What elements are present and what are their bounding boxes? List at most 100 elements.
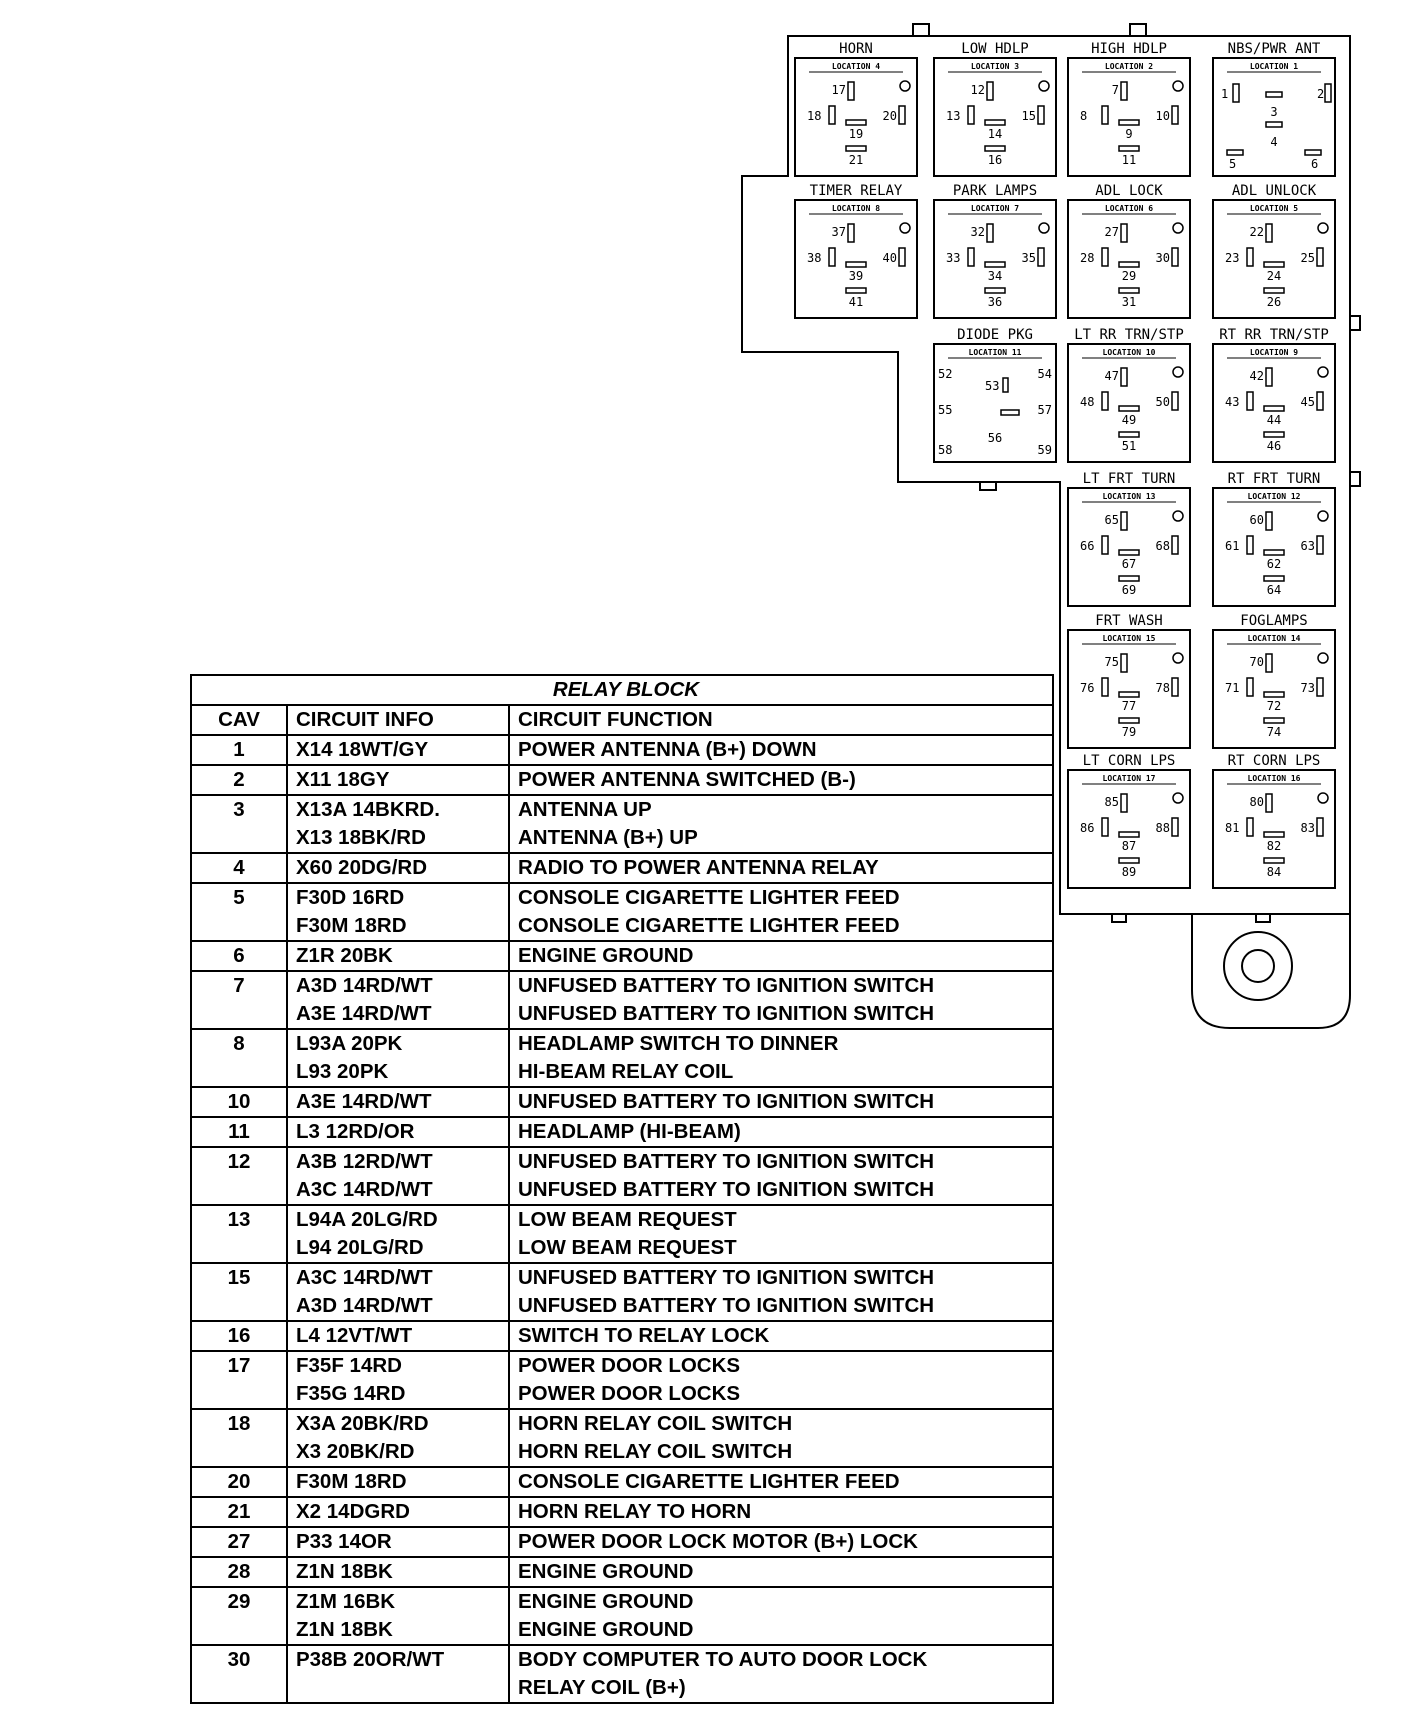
pin-label: 8 xyxy=(1080,109,1087,123)
cav-cell: 13 xyxy=(190,1204,288,1264)
relay-location-label: LOCATION 14 xyxy=(1248,634,1301,643)
circuit-function-line: RADIO TO POWER ANTENNA RELAY xyxy=(518,856,879,879)
pin-label: 54 xyxy=(1038,367,1052,381)
pin-label: 11 xyxy=(1122,153,1136,167)
relay-location-label: LOCATION 16 xyxy=(1248,774,1301,783)
pin-label: 64 xyxy=(1267,583,1281,597)
circuit-info-cell: F30M 18RD xyxy=(286,1466,510,1498)
cav-cell: 28 xyxy=(190,1556,288,1588)
circuit-function-line: ANTENNA (B+) UP xyxy=(518,826,698,849)
relay-outline xyxy=(794,57,918,177)
circuit-info-line: P33 14OR xyxy=(296,1530,392,1553)
cav-cell: 18 xyxy=(190,1408,288,1468)
circuit-info-line: A3B 12RD/WT xyxy=(296,1150,433,1173)
cav-cell: 11 xyxy=(190,1116,288,1148)
circuit-function-cell: POWER ANTENNA (B+) DOWN xyxy=(507,734,1055,766)
circuit-info-line: L93 20PK xyxy=(296,1060,389,1083)
circuit-info-cell: L93A 20PK L93 20PK xyxy=(286,1028,510,1088)
cav-cell: 15 xyxy=(190,1262,288,1322)
circuit-info-cell: X14 18WT/GY xyxy=(286,734,510,766)
circuit-function-cell: ANTENNA UP ANTENNA (B+) UP xyxy=(507,794,1055,854)
pin-label: 47 xyxy=(1105,369,1119,383)
relay-location-label: LOCATION 2 xyxy=(1105,62,1153,71)
circuit-info-line: L93A 20PK xyxy=(296,1032,403,1055)
cav-cell: 4 xyxy=(190,852,288,884)
circuit-info-line: X13 18BK/RD xyxy=(296,826,426,849)
pin-label: 87 xyxy=(1122,839,1136,853)
pin-label: 31 xyxy=(1122,295,1136,309)
relay-outline xyxy=(1212,629,1336,749)
pin-label: 46 xyxy=(1267,439,1281,453)
circuit-function-line: HORN RELAY TO HORN xyxy=(518,1500,752,1523)
relay-title: LT CORN LPS xyxy=(1083,753,1176,769)
pin-label: 35 xyxy=(1022,251,1036,265)
pin-label: 45 xyxy=(1301,395,1315,409)
circuit-info-line: X2 14DGRD xyxy=(296,1500,410,1523)
header-circuit-function: CIRCUIT FUNCTION xyxy=(507,704,1055,736)
pin-label: 86 xyxy=(1080,821,1094,835)
cav-cell: 8 xyxy=(190,1028,288,1088)
pin-label: 41 xyxy=(849,295,863,309)
relay-outline xyxy=(933,199,1057,319)
relay-title: FRT WASH xyxy=(1095,613,1162,629)
circuit-function-line: UNFUSED BATTERY TO IGNITION SWITCH xyxy=(518,1294,935,1317)
pin-label: 69 xyxy=(1122,583,1136,597)
circuit-function-line: ENGINE GROUND xyxy=(518,944,694,967)
relay-outline xyxy=(1067,769,1191,889)
circuit-function-line: UNFUSED BATTERY TO IGNITION SWITCH xyxy=(518,1090,935,1113)
circuit-function-cell: HEADLAMP (HI-BEAM) xyxy=(507,1116,1055,1148)
pin-label: 32 xyxy=(971,225,985,239)
pin-label: 34 xyxy=(988,269,1002,283)
relay-outline xyxy=(1067,629,1191,749)
pin-label: 48 xyxy=(1080,395,1094,409)
cav-cell: 29 xyxy=(190,1586,288,1646)
circuit-function-line: CONSOLE CIGARETTE LIGHTER FEED xyxy=(518,1470,900,1493)
circuit-info-line: A3D 14RD/WT xyxy=(296,974,433,997)
relay-location-label: LOCATION 15 xyxy=(1103,634,1156,643)
relay-title: PARK LAMPS xyxy=(953,183,1037,199)
circuit-info-line: L94A 20LG/RD xyxy=(296,1208,438,1231)
relay-location-label: LOCATION 1 xyxy=(1250,62,1298,71)
circuit-function-line: BODY COMPUTER TO AUTO DOOR LOCK xyxy=(518,1648,928,1671)
circuit-info-line: X60 20DG/RD xyxy=(296,856,428,879)
circuit-function-line: LOW BEAM REQUEST xyxy=(518,1236,737,1259)
pin-label: 1 xyxy=(1221,87,1228,101)
pin-label: 4 xyxy=(1270,135,1277,149)
circuit-function-line: UNFUSED BATTERY TO IGNITION SWITCH xyxy=(518,974,935,997)
pin-label: 24 xyxy=(1267,269,1281,283)
pin-label: 78 xyxy=(1156,681,1170,695)
pin-label: 2 xyxy=(1317,87,1324,101)
relay-title: HORN xyxy=(839,41,873,57)
relay-title: NBS/PWR ANT xyxy=(1228,41,1321,57)
circuit-function-line: POWER ANTENNA SWITCHED (B-) xyxy=(518,768,856,791)
relay-location-label: LOCATION 4 xyxy=(832,62,880,71)
circuit-function-line: ENGINE GROUND xyxy=(518,1560,694,1583)
circuit-function-line: ANTENNA UP xyxy=(518,798,652,821)
relay-outline xyxy=(794,199,918,319)
circuit-function-line: HI-BEAM RELAY COIL xyxy=(518,1060,734,1083)
relay-title: ADL LOCK xyxy=(1095,183,1163,199)
circuit-function-line: POWER DOOR LOCK MOTOR (B+) LOCK xyxy=(518,1530,918,1553)
pin-label: 29 xyxy=(1122,269,1136,283)
pin-label: 51 xyxy=(1122,439,1136,453)
pin-label: 13 xyxy=(946,109,960,123)
relay-location-label: LOCATION 13 xyxy=(1103,492,1156,501)
relay-location-label: LOCATION 10 xyxy=(1103,348,1156,357)
pin-label: 12 xyxy=(971,83,985,97)
